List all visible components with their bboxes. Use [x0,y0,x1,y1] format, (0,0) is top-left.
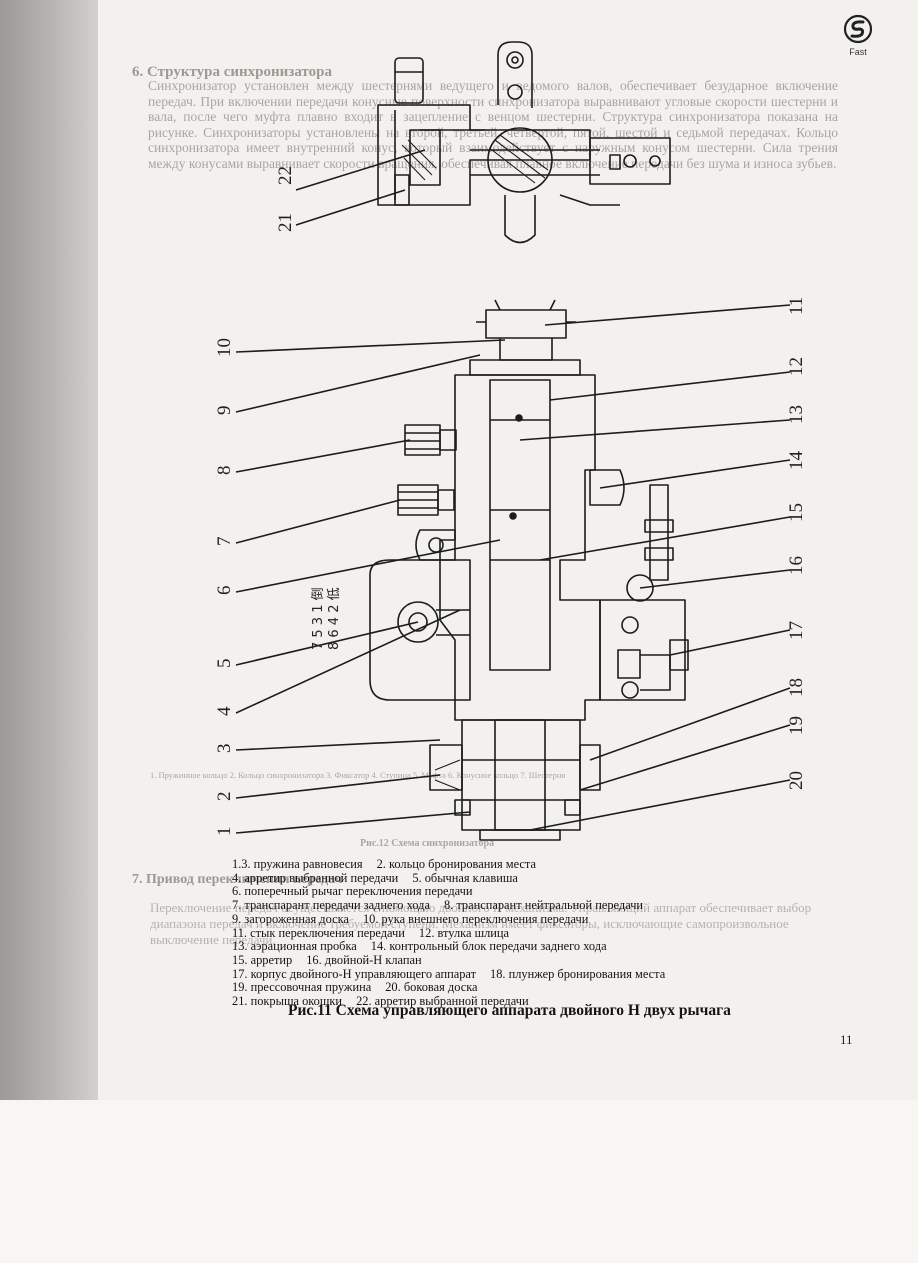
callout-16: 16 [786,556,807,575]
neutral-switch [404,424,441,456]
callout-14: 14 [786,451,807,471]
scan-bottom-margin [0,1100,918,1263]
right-detent [579,744,601,791]
legend-item: 18. плунжер бронирования места [490,966,666,981]
legend-item: 11. стык переключения передачи [232,925,405,940]
callout-20: 20 [786,771,807,790]
background-paragraph-2: Переключение передач осуществляется с по… [150,900,812,947]
legend-item: 5. обычная клавиша [412,870,518,885]
figure-caption: Рис.11 Схема управляющего аппарата двойн… [288,1002,731,1019]
legend-item: 21. покрыша окошки [232,994,343,1009]
top-lever-arm [497,41,533,108]
legend-line: 4. арретир выбранной передачи 5. обычная … [232,870,852,886]
top-ball-joint [487,127,553,193]
callout-17: 17 [786,621,807,640]
top-left-knob [394,57,424,104]
callout-13: 13 [786,405,807,424]
background-heading: 6. Структура синхронизатора [132,64,332,80]
legend-item: 8. транспарант нейтральной передачи [443,898,644,913]
top-right-block [589,137,671,185]
callout-10: 10 [214,338,235,357]
legend-line: 1.3. пружина равновесия 2. кольцо брониро… [232,857,852,872]
callout-11: 11 [786,297,807,315]
legend-item: 22. арретир выбранной передачи [356,994,529,1009]
brand-logo: Fast [838,14,878,58]
left-lever-eye [397,601,439,643]
gear-pattern-lower: 8 6 4 2 低 [327,587,342,650]
callout-4: 4 [214,706,235,716]
legend-item: 4. арретир выбранной передачи [232,870,399,885]
brand-logo-text: Fast [849,47,867,57]
legend-line: 11. стык переключения передачи 12. втулка… [232,925,852,941]
figure-legend: 1.3. пружина равновесия 2. кольцо брониро… [232,857,852,1009]
background-heading-2: 7. Привод переключения передач [132,872,343,887]
callout-15: 15 [786,503,807,522]
legend-item: 14. контрольный блок передачи заднего хо… [370,939,607,954]
legend-item: 20. боковая доска [385,980,478,995]
callout-2: 2 [214,792,235,802]
lower-housing [461,719,581,831]
legend-item: 1.3. пружина равновесия [232,857,363,871]
legend-line: 7. транспарант передачи заднего хода 8. т… [232,898,852,913]
upper-cap [485,309,567,339]
legend-item: 2. кольцо бронирования места [376,857,536,871]
breather-plug [589,469,625,506]
legend-item: 7. транспарант передачи заднего хода [232,898,430,913]
main-shaft [489,379,551,671]
left-detent [429,744,463,791]
callout-8: 8 [214,466,235,476]
document-page [98,0,918,1100]
callout-7: 7 [214,537,235,547]
scan-edge-shadow [0,0,98,1263]
gear-pattern-upper: 7 5 3 1 倒 [311,587,326,650]
legend-line: 13. аэрационная пробка 14. контрольный бл… [232,939,852,954]
legend-item: 13. аэрационная пробка [232,939,357,954]
page-number: 11 [840,1032,853,1047]
callout-6: 6 [214,586,235,596]
background-caption: Рис.12 Схема синхронизатора [360,838,495,849]
callout-12: 12 [786,357,807,376]
legend-item: 10. рука внешнего переключения передачи [362,911,589,926]
callout-19: 19 [786,716,807,735]
callout-5: 5 [214,659,235,669]
top-lever-stem [504,195,536,244]
callout-22: 22 [275,166,296,185]
legend-line: 9. загороженная доска 10. рука внешнего п… [232,911,852,927]
legend-line: 19. прессовочная пружина 20. боковая доск… [232,980,852,995]
callout-9: 9 [214,406,235,416]
legend-line: 17. корпус двойного-Н управляющего аппар… [232,966,852,982]
legend-item: 15. арретир [232,952,293,967]
legend-item: 6. поперечный рычаг переключения передач… [232,884,473,899]
callout-1: 1 [214,827,235,837]
callout-21: 21 [275,213,296,232]
legend-item: 9. загороженная доска [232,911,349,926]
legend-item: 16. двойной-Н клапан [306,952,422,967]
legend-item: 17. корпус двойного-Н управляющего аппар… [232,966,476,981]
background-paragraph: Синхронизатор установлен между шестерням… [148,78,838,171]
double-h-valve [599,599,686,701]
legend-line: 6. поперечный рычаг переключения передач… [232,885,852,899]
legend-item: 12. втулка шлица [418,925,510,940]
brand-logo-icon [843,14,873,44]
callout-3: 3 [214,744,235,754]
legend-item: 19. прессовочная пружина [232,980,372,995]
legend-line: 15. арретир 16. двойной-Н клапан [232,952,852,968]
callout-18: 18 [786,678,807,697]
legend-line: 21. покрыша окошки 22. арретир выбранной … [232,994,852,1009]
lower-shaft [494,719,546,831]
background-small-lines: 1. Пружинное кольцо 2. Кольцо синхрониза… [150,770,566,780]
